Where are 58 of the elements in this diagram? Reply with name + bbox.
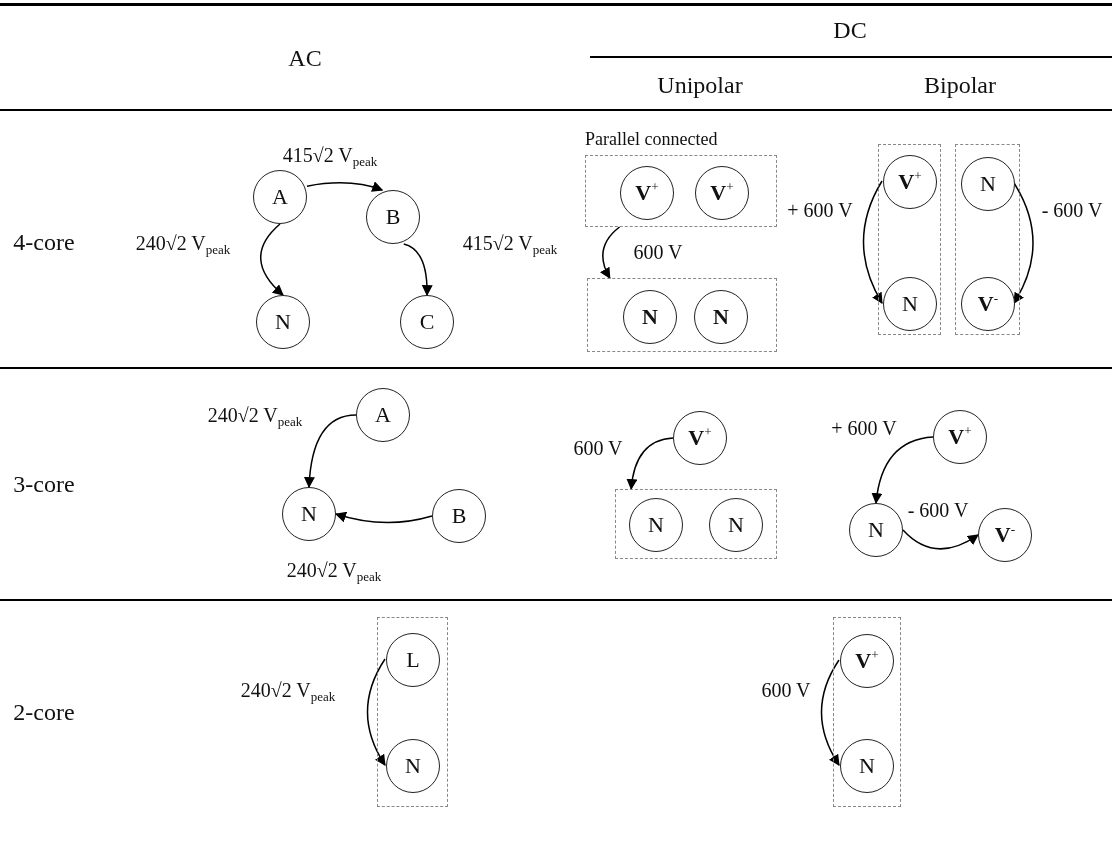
group-heading: Parallel connected <box>585 128 718 150</box>
column-header: Bipolar <box>924 70 996 100</box>
terminal-circle: N <box>386 739 440 793</box>
curved-arrow <box>600 226 621 279</box>
terminal-circle: L <box>386 633 440 687</box>
column-header: DC <box>833 15 867 45</box>
terminal-circle: N <box>282 487 336 541</box>
terminal-circle: N <box>256 295 310 349</box>
row-header: 4-core <box>13 227 75 257</box>
terminal-circle: V$^{+}$ <box>883 155 937 209</box>
terminal-circle: C <box>400 295 454 349</box>
terminal-circle: B <box>366 190 420 244</box>
terminal-circle: V$^{-}$ <box>978 508 1032 562</box>
curved-arrow <box>1013 182 1034 304</box>
curved-arrow <box>626 437 674 491</box>
curved-arrow <box>334 511 433 524</box>
row-header: 2-core <box>13 697 75 727</box>
curved-arrow <box>304 414 357 489</box>
terminal-circle: N <box>849 503 903 557</box>
curved-arrow <box>902 529 979 550</box>
terminal-circle: V$^{+}$ <box>840 634 894 688</box>
terminal-circle: V$^{+}$ <box>620 166 674 220</box>
terminal-circle: V$^{-}$ <box>961 277 1015 331</box>
terminal-circle: N <box>623 290 677 344</box>
terminal-circle: B <box>432 489 486 543</box>
curved-arrow <box>403 243 433 297</box>
terminal-circle: N <box>961 157 1015 211</box>
curved-arrow <box>366 658 386 766</box>
edge-label: 240√2 V$_{peak}$ <box>134 231 232 255</box>
dashed-group-box <box>587 278 777 352</box>
terminal-circle: V$^{+}$ <box>695 166 749 220</box>
terminal-circle: N <box>883 277 937 331</box>
dashed-group-box <box>955 144 1020 335</box>
edge-label: 415√2 V$_{peak}$ <box>461 231 559 255</box>
column-header: Unipolar <box>657 70 743 100</box>
curved-arrow <box>871 436 934 505</box>
dashed-group-box <box>833 617 901 807</box>
terminal-circle: N <box>840 739 894 793</box>
terminal-circle: N <box>629 498 683 552</box>
dashed-group-box <box>878 144 941 335</box>
terminal-circle: N <box>694 290 748 344</box>
edge-label: 240√2 V$_{peak}$ <box>239 678 337 702</box>
curved-arrow <box>820 659 840 766</box>
column-header: AC <box>288 43 322 73</box>
row-header: 3-core <box>13 469 75 499</box>
edge-label: 240√2 V$_{peak}$ <box>206 403 304 427</box>
dashed-group-box <box>615 489 777 559</box>
terminal-circle: V$^{+}$ <box>933 410 987 464</box>
terminal-circle: A <box>253 170 307 224</box>
curved-arrow <box>260 223 284 296</box>
edge-label: 240√2 V$_{peak}$ <box>285 558 383 582</box>
edge-label: 415√2 V$_{peak}$ <box>281 143 379 167</box>
dashed-group-box <box>377 617 448 807</box>
terminal-circle: V$^{+}$ <box>673 411 727 465</box>
terminal-circle: N <box>709 498 763 552</box>
curved-arrow <box>862 180 883 304</box>
curved-arrow <box>306 181 384 192</box>
terminal-circle: A <box>356 388 410 442</box>
